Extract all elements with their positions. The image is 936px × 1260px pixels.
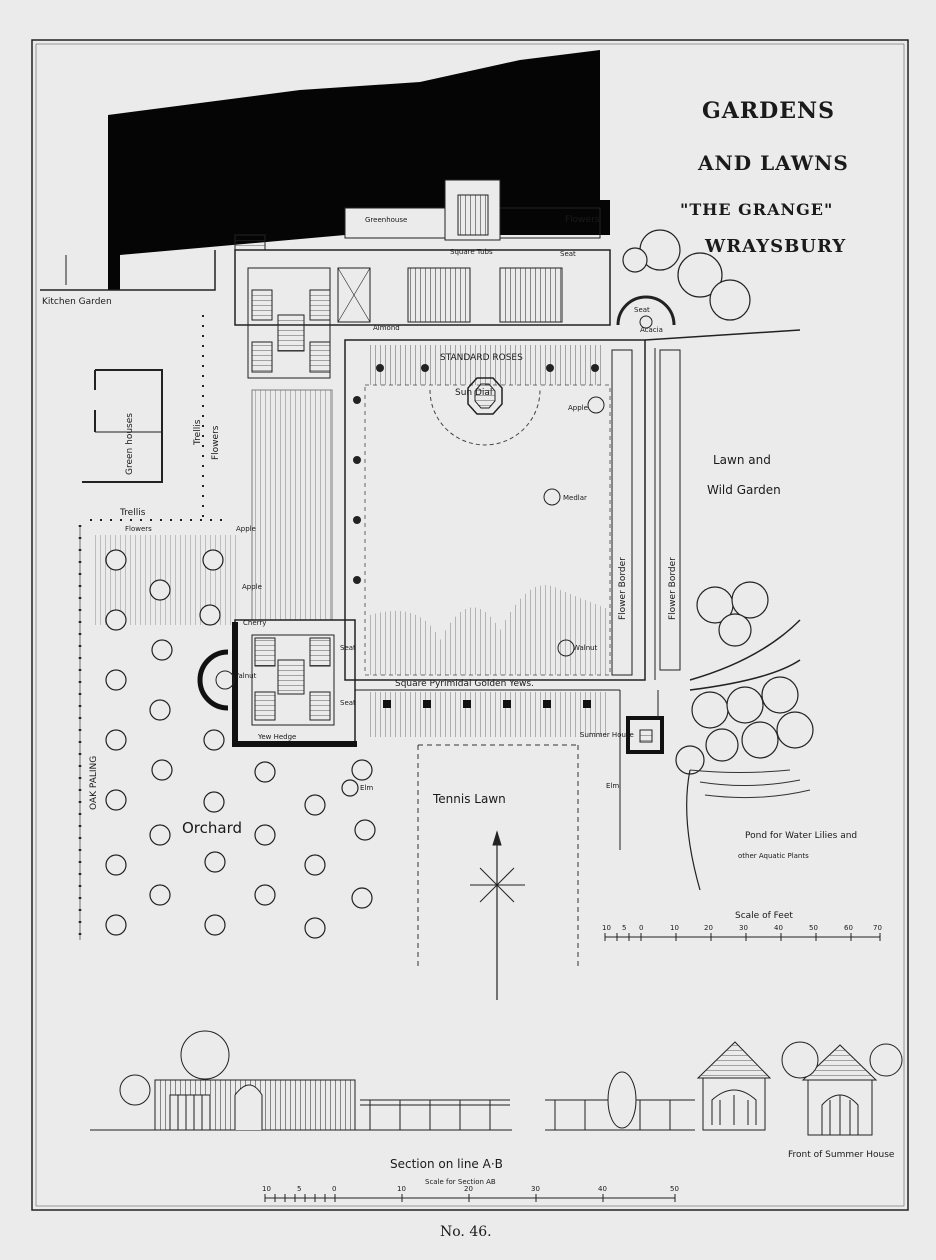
apple-label-main: Apple xyxy=(568,404,588,412)
svg-text:30: 30 xyxy=(531,1185,540,1193)
flower-border-label-left: Flower Border xyxy=(618,557,628,620)
scale-for-section-label: Scale for Section AB xyxy=(425,1178,496,1186)
oak-paling-label: OAK PALING xyxy=(89,756,99,810)
yew-hedge-label: Yew Hedge xyxy=(257,733,296,741)
rose-dots xyxy=(353,364,599,584)
svg-text:10: 10 xyxy=(397,1185,406,1193)
almond-label: Almond xyxy=(373,324,400,332)
greenhouses: Green houses xyxy=(82,369,163,483)
svg-text:5: 5 xyxy=(297,1185,301,1193)
svg-text:20: 20 xyxy=(464,1185,473,1193)
plate-number: No. 46. xyxy=(440,1224,492,1240)
svg-text:20: 20 xyxy=(704,924,713,932)
tennis-lawn-label: Tennis Lawn xyxy=(432,792,506,806)
flowers-label-horizontal: Flowers xyxy=(125,525,152,533)
sun-dial-label: Sun Dial xyxy=(455,388,492,398)
flower-border-label-right: Flower Border xyxy=(668,557,678,620)
title-line-3: "THE GRANGE" xyxy=(680,200,833,219)
trellis-label-horizontal: Trellis xyxy=(119,508,146,518)
svg-text:10: 10 xyxy=(602,924,611,932)
summer-house-front-drawing xyxy=(781,1041,903,1136)
top-garden-court xyxy=(234,179,611,379)
scale-of-feet: 10 5 0 10 20 30 40 50 60 70 xyxy=(602,924,882,941)
yew-squares xyxy=(383,700,591,708)
tennis-lawn xyxy=(417,744,579,970)
svg-text:50: 50 xyxy=(809,924,818,932)
svg-text:70: 70 xyxy=(873,924,882,932)
solid-black-area xyxy=(108,50,610,290)
sheet-inner-border xyxy=(35,43,905,1207)
svg-text:0: 0 xyxy=(332,1185,336,1193)
lawn-wild-garden-label-2: Wild Garden xyxy=(707,483,781,497)
section-scale: 10 5 0 10 20 30 40 50 xyxy=(262,1185,679,1202)
greenhouse-label: Greenhouse xyxy=(365,216,407,224)
pond-label-1: Pond for Water Lilies and xyxy=(745,831,857,841)
acacia-seat xyxy=(616,295,676,326)
summer-house-plan xyxy=(619,690,664,850)
square-pyramidal-yews-label: Square Pyrimidal Golden Yews. xyxy=(395,679,534,689)
orchard-area xyxy=(92,535,376,939)
elm-label-left: Elm xyxy=(360,784,373,792)
elm-label-right: Elm xyxy=(606,782,619,790)
svg-text:10: 10 xyxy=(262,1185,271,1193)
pond xyxy=(686,769,811,891)
apple-label-left-1: Apple xyxy=(236,525,256,533)
medlar-label: Medlar xyxy=(563,494,587,502)
kitchen-garden-label: Kitchen Garden xyxy=(42,297,112,307)
orchard-label: Orchard xyxy=(182,819,242,837)
svg-text:60: 60 xyxy=(844,924,853,932)
svg-text:5: 5 xyxy=(622,924,626,932)
wild-garden-trees xyxy=(622,229,814,775)
svg-text:0: 0 xyxy=(639,924,643,932)
title-line-2: AND LAWNS xyxy=(697,151,849,175)
summer-house-label: Summer House xyxy=(580,731,634,739)
seat-label-acacia: Seat xyxy=(634,306,650,314)
kitchen-garden-wall xyxy=(40,250,216,291)
lawn-wild-garden-label-1: Lawn and xyxy=(713,453,771,467)
flowers-label-vertical: Flowers xyxy=(211,425,221,460)
front-of-summer-house-label: Front of Summer House xyxy=(788,1150,895,1160)
walnut-label-left: Walnut xyxy=(232,672,257,680)
walnut-label-main: Walnut xyxy=(573,644,598,652)
scale-of-feet-label: Scale of Feet xyxy=(735,911,793,921)
pond-label-2: other Aquatic Plants xyxy=(738,852,809,860)
svg-text:50: 50 xyxy=(670,1185,679,1193)
svg-text:40: 40 xyxy=(598,1185,607,1193)
svg-text:30: 30 xyxy=(739,924,748,932)
trellis-label-vertical: Trellis xyxy=(193,419,203,446)
seat-label-left-1: Seat xyxy=(340,644,356,652)
seat-label-top: Seat xyxy=(560,250,576,258)
title-line-1: GARDENS xyxy=(702,98,835,124)
flowers-label-top: Flowers xyxy=(565,215,600,225)
green-houses-label: Green houses xyxy=(125,413,135,475)
seat-label-left-2: Seat xyxy=(340,699,356,707)
title-line-4: WRAYSBURY xyxy=(704,236,846,257)
svg-text:10: 10 xyxy=(670,924,679,932)
square-tubs-label: Square Tubs xyxy=(450,248,493,256)
main-garden xyxy=(251,339,646,681)
section-ab-drawing xyxy=(90,1030,772,1131)
acacia-label: Acacia xyxy=(640,326,663,334)
apple-label-left-2: Apple xyxy=(242,583,262,591)
north-arrow xyxy=(470,830,525,1000)
svg-text:40: 40 xyxy=(774,924,783,932)
specimen-trees xyxy=(543,396,605,657)
cherry-label: Cherry xyxy=(243,619,266,627)
sheet-border xyxy=(31,39,909,1211)
trellis-fence xyxy=(78,315,230,940)
lawn-path xyxy=(644,329,801,691)
section-on-line-label: Section on line A·B xyxy=(390,1157,503,1171)
knot-garden-lower xyxy=(197,619,620,747)
standard-roses-label: STANDARD ROSES xyxy=(440,353,523,363)
